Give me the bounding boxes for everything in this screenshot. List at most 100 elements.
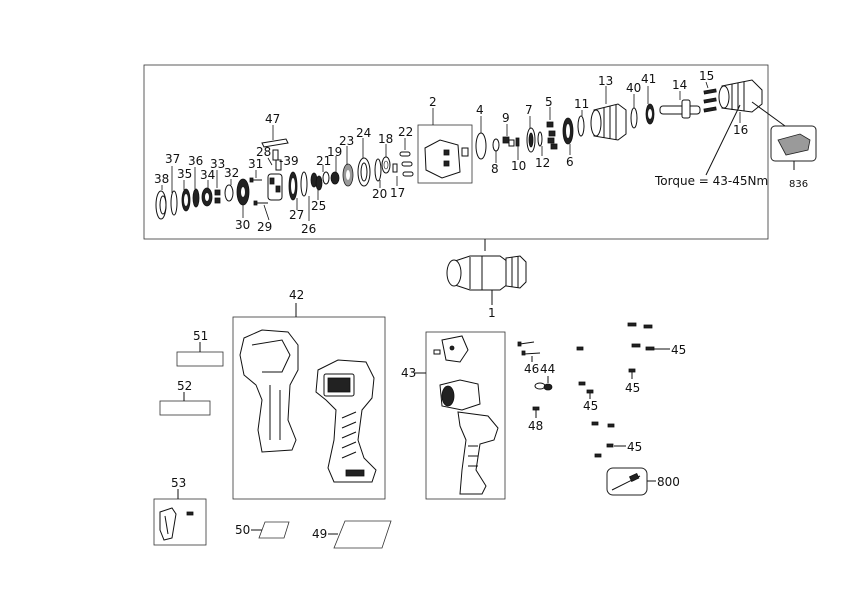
callout-23: 23 (339, 134, 354, 148)
part-11-clip-icon (577, 115, 585, 137)
part-23-carrier-icon (342, 163, 354, 187)
part-31-screw-icon (249, 177, 262, 183)
callout-44: 44 (540, 362, 555, 376)
part-19-gear-icon (330, 171, 340, 185)
callout-50: 50 (235, 523, 250, 537)
callout-38: 38 (154, 172, 169, 186)
label-51-icon (176, 351, 224, 367)
part-22-pins-icon (399, 151, 414, 177)
part-7-ring-icon (526, 127, 536, 153)
part-40-washer-icon (630, 107, 638, 129)
callout-6: 6 (566, 155, 574, 169)
gearbox-exploded-frame (143, 64, 769, 240)
callout-7: 7 (525, 103, 533, 117)
callout-20: 20 (372, 187, 387, 201)
callout-14: 14 (672, 78, 687, 92)
part-24-ring-gear-icon (357, 157, 371, 187)
manual-50-icon (258, 521, 290, 539)
part-30-gear-icon (236, 178, 250, 206)
part-28-carrier-icon (267, 149, 283, 201)
callout-17: 17 (390, 186, 405, 200)
callout-29: 29 (257, 220, 272, 234)
callout-30: 30 (235, 218, 250, 232)
part-47-lever-icon (261, 138, 289, 148)
belt-clip-frame (153, 498, 207, 546)
part-37-washer-icon (170, 190, 178, 216)
part-41-washer-icon (645, 103, 655, 125)
callout-45-d: 45 (627, 440, 642, 454)
callout-13: 13 (598, 74, 613, 88)
callout-1: 1 (488, 306, 496, 320)
callout-32: 32 (224, 166, 239, 180)
part-2-gear-housing-icon (417, 124, 473, 184)
callout-5: 5 (545, 95, 553, 109)
belt-clip-icon (159, 507, 194, 541)
callout-25: 25 (311, 199, 326, 213)
part-29-screw-icon (253, 200, 268, 206)
callout-41: 41 (641, 72, 656, 86)
part-38-end-plate-icon (155, 190, 167, 220)
part-14-spindle-icon (659, 99, 701, 119)
callout-836: 836 (789, 179, 808, 190)
callout-16: 16 (733, 123, 748, 137)
part-20-washer-icon (374, 158, 382, 182)
callout-27: 27 (289, 208, 304, 222)
motor-handle-frame (425, 331, 506, 500)
callout-2: 2 (429, 95, 437, 109)
housing-frame (232, 316, 386, 500)
chuck-key-icon (606, 467, 656, 496)
callout-36: 36 (188, 154, 203, 168)
callout-52: 52 (177, 379, 192, 393)
callout-49: 49 (312, 527, 327, 541)
callout-24: 24 (356, 126, 371, 140)
upper-leader-lines (161, 81, 741, 221)
part-27-ring-icon (288, 171, 298, 201)
callout-42: 42 (289, 288, 304, 302)
part-4-gasket-icon (475, 132, 487, 160)
callout-35: 35 (177, 167, 192, 181)
callout-46: 46 (524, 362, 539, 376)
part-17-clips-icon (392, 163, 398, 173)
part-34-gear-icon (201, 187, 213, 207)
callout-47: 47 (265, 112, 280, 126)
part-13-clutch-collar-icon (590, 103, 627, 141)
callout-51: 51 (193, 329, 208, 343)
callout-40: 40 (626, 81, 641, 95)
callout-26: 26 (301, 222, 316, 236)
callout-45-c: 45 (583, 399, 598, 413)
manual-49-icon (333, 520, 392, 549)
motor-handle-icon (433, 335, 499, 495)
callout-53: 53 (171, 476, 186, 490)
callout-34: 34 (200, 168, 215, 182)
callout-19: 19 (327, 145, 342, 159)
screw-icon (517, 322, 670, 458)
part-15-screws-icon (703, 88, 717, 113)
part-35-ring-icon (181, 188, 191, 212)
torque-note: Torque = 43-45Nm (654, 174, 768, 188)
part-6-ring-icon (562, 117, 574, 145)
callout-12: 12 (535, 156, 550, 170)
part-8-bearing-icon (492, 138, 500, 152)
callout-22: 22 (398, 125, 413, 139)
part-21-gear-icon (322, 171, 330, 185)
callout-8: 8 (491, 162, 499, 176)
upper-callouts: 38 37 35 36 34 33 32 30 31 29 47 28 -39 … (154, 69, 808, 236)
callout-10: 10 (511, 159, 526, 173)
part-16-chuck-icon (718, 79, 763, 113)
part-18-ring-icon (381, 156, 391, 174)
callout-37: 37 (165, 152, 180, 166)
part-5-blocks-icon (546, 121, 558, 150)
callout-45-a: 45 (671, 343, 686, 357)
part-36-gear-icon (192, 188, 200, 208)
part-12-washer-icon (537, 131, 543, 147)
callout-15: 15 (699, 69, 714, 83)
part-26-washer-icon (300, 171, 308, 197)
callout-18: 18 (378, 132, 393, 146)
callout-48: 48 (528, 419, 543, 433)
callout-31: 31 (248, 157, 263, 171)
drill-assembly-icon (446, 255, 527, 305)
callout-21: 21 (316, 154, 331, 168)
part-10-pin-icon (515, 137, 520, 147)
callout-9: 9 (502, 111, 510, 125)
